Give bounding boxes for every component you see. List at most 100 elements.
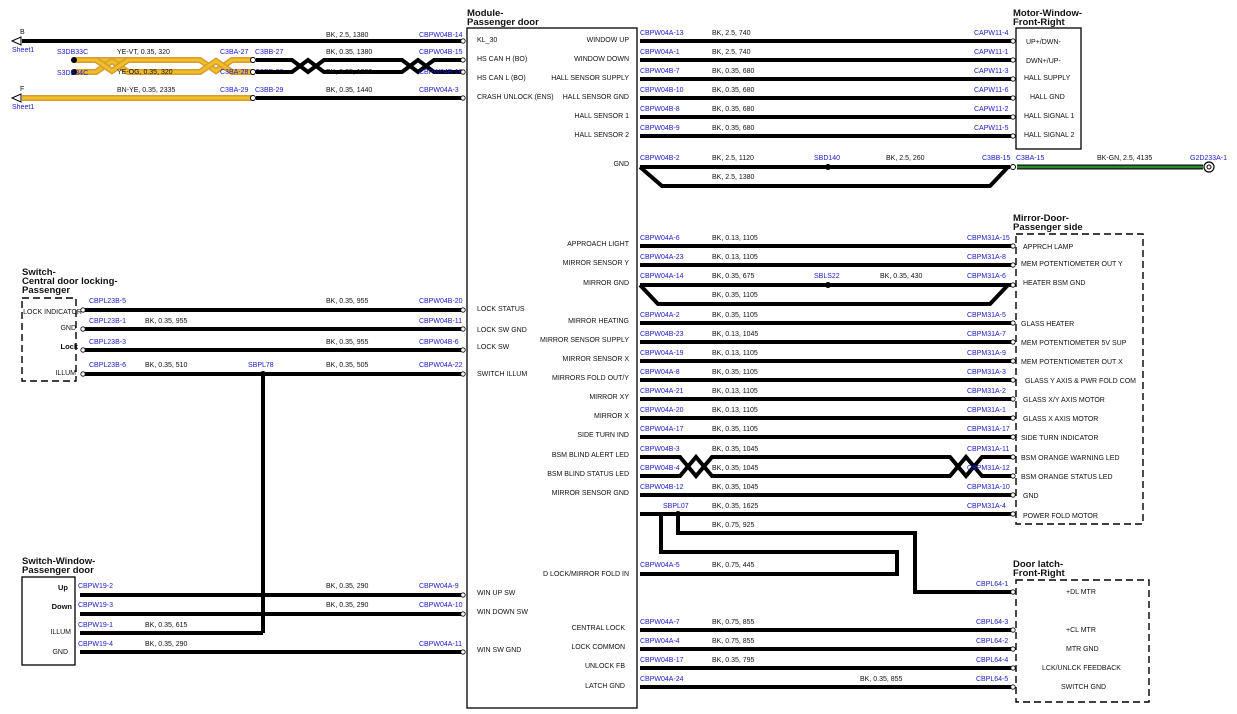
connector-label: CBPW04A-2 xyxy=(640,312,680,319)
connector-label: CBPW04B-15 xyxy=(419,49,463,56)
wire-spec: BK, 0.35, 1440 xyxy=(326,87,372,94)
connector-pin xyxy=(460,326,466,332)
module-pin-label: HS CAN L (BO) xyxy=(477,75,526,82)
mirror-pin-label: MEM POTENTIOMETER OUT Y xyxy=(1021,261,1123,268)
wire-spec: BK, 0.35, 855 xyxy=(860,676,903,683)
wire-spec: BK, 0.13, 1105 xyxy=(712,235,758,242)
connector-label: C3BB-15 xyxy=(982,155,1011,162)
connector-pin xyxy=(1010,415,1016,421)
wire-spec: BK, 0.35, 675 xyxy=(712,273,755,280)
connector-label: CBPM31A-17 xyxy=(967,426,1010,433)
connector-label: CAPW11-5 xyxy=(974,125,1009,132)
wire-spec: BK, 2.5, 740 xyxy=(712,49,751,56)
wire xyxy=(640,514,899,576)
offpage-letter: F xyxy=(20,86,24,93)
wire-spec: BK, 0.75, 855 xyxy=(712,638,755,645)
module-pin-label: D LOCK/MIRROR FOLD IN xyxy=(543,571,629,578)
wire-spec: BK, 2.5, 740 xyxy=(712,30,751,37)
wire-spec: BK, 0.35, 290 xyxy=(145,641,188,648)
connector-label: CBPW19-2 xyxy=(78,583,113,590)
wire-spec: BK, 0.35, 290 xyxy=(326,602,369,609)
connector-label: CBPW04B-4 xyxy=(640,465,680,472)
wire-spec: BK-GN, 2.5, 4135 xyxy=(1097,155,1152,162)
connector-label: CBPM31A-5 xyxy=(967,312,1006,319)
module-pin-label: LOCK COMMON xyxy=(571,644,625,651)
connector-label: CBPM31A-3 xyxy=(967,369,1006,376)
wire-spec: BK, 0.13, 1105 xyxy=(712,350,758,357)
splice-label: SBPL78 xyxy=(248,362,274,369)
wire xyxy=(74,58,253,73)
module-pin-label: CENTRAL LOCK xyxy=(572,625,626,632)
splice-dot xyxy=(825,282,831,288)
connector-label: CBPM31A-11 xyxy=(967,446,1009,453)
connector-pin xyxy=(1010,434,1016,440)
offpage-sheet: Sheet1 xyxy=(12,104,34,111)
connector-label: CBPW19-3 xyxy=(78,602,113,609)
switch-window-pin-label: ILLUM xyxy=(50,629,71,636)
connector-pin xyxy=(460,592,466,598)
mirror-pin-label: GLASS X AXIS MOTOR xyxy=(1023,416,1098,423)
wire-spec: BK, 0.75, 925 xyxy=(712,522,755,529)
switch-lock-title-line1: Switch- xyxy=(22,267,56,278)
wire-spec: BK, 0.35, 1625 xyxy=(712,503,758,510)
connector-label: CBPM31A-9 xyxy=(967,350,1006,357)
wire-spec: YE-VT, 0.35, 320 xyxy=(117,49,170,56)
connector-pin xyxy=(1010,358,1016,364)
module-pin-label: MIRROR SENSOR X xyxy=(562,356,629,363)
mirror-pin-label: MEM POTENTIOMETER 5V SUP xyxy=(1021,340,1127,347)
connector-label: CAPW11-3 xyxy=(974,68,1009,75)
wire-spec: BK, 0.35, 1045 xyxy=(712,465,758,472)
connector-label: CBPW04A-14 xyxy=(640,273,684,280)
connector-label: CBPW04B-2 xyxy=(640,155,680,162)
wire-spec: BK, 0.13, 1105 xyxy=(712,407,758,414)
mirror-pins: APPRCH LAMP MEM POTENTIOMETER OUT Y HEAT… xyxy=(1021,244,1136,520)
wire-spec: BK, 0.35, 680 xyxy=(712,106,755,113)
connector-label: CBPW04A-22 xyxy=(419,362,463,369)
module-pin-label: MIRROR XY xyxy=(589,394,629,401)
switch-window-title-line1: Switch-Window- xyxy=(22,556,95,567)
connector-pin xyxy=(1010,95,1016,101)
connector-label: CBPW04A-24 xyxy=(640,676,684,683)
doorlatch-title-line1: Door latch- xyxy=(1013,559,1063,570)
connector-pin xyxy=(1010,57,1016,63)
connector-pin xyxy=(1010,262,1016,268)
motor-pin-label: DWN+/UP- xyxy=(1026,58,1061,65)
connector-label: CBPM31A-4 xyxy=(967,503,1006,510)
module-pin-label: WIN SW GND xyxy=(477,647,521,654)
wire-spec: BK, 0.35, 680 xyxy=(712,68,755,75)
connector-label: CBPM31A-1 xyxy=(967,407,1006,414)
switch-lock-title-line3: Passenger xyxy=(22,285,70,296)
module-left-pins: KL_30 HS CAN H (BO) HS CAN L (BO) CRASH … xyxy=(477,37,554,654)
connector-pin xyxy=(1010,511,1016,517)
top-left-wires: B Sheet1 BK, 2.5, 1380 CBPW04B-14 S3DB33… xyxy=(10,29,466,111)
doorlatch-pin-label: +DL MTR xyxy=(1066,589,1096,596)
connector-label: CBPL64-3 xyxy=(976,619,1008,626)
connector-pin xyxy=(1010,282,1016,288)
wire-spec: BK, 0.35, 1105 xyxy=(712,292,758,299)
module-pin-label: WIN DOWN SW xyxy=(477,609,528,616)
switch-window-pin-label: Down xyxy=(52,602,73,611)
splice-label: SBLS22 xyxy=(814,273,840,280)
connector-label: CBPL64-1 xyxy=(976,581,1008,588)
connector-label: CBPM31A-10 xyxy=(967,484,1010,491)
module-pin-label: LOCK SW GND xyxy=(477,327,527,334)
offpage-sheet: Sheet1 xyxy=(12,47,34,54)
connector-label: C3BA-15 xyxy=(1016,155,1045,162)
connector-pin xyxy=(1010,627,1016,633)
module-pin-label: MIRRORS FOLD OUT/Y xyxy=(552,375,629,382)
wire-spec: BK, 0.35, 1380 xyxy=(326,49,372,56)
motor-wires: CBPW04A-13 CBPW04A-1 CBPW04B-7 CBPW04B-1… xyxy=(640,30,1016,139)
ground-icon xyxy=(1206,164,1212,170)
switch-lock-pin-label: LOCK INDICATOR xyxy=(23,309,82,316)
connector-label: CBPW04A-13 xyxy=(640,30,684,37)
switch-window-box xyxy=(21,576,76,666)
connector-label: CBPW04A-1 xyxy=(640,49,680,56)
connector-pin xyxy=(80,307,86,313)
module-pin-label: MIRROR HEATING xyxy=(568,318,629,325)
connector-label: CBPL23B-6 xyxy=(89,362,126,369)
module-pin-label: WINDOW DOWN xyxy=(574,56,629,63)
connector-pin xyxy=(1010,684,1016,690)
connector-pin xyxy=(1010,76,1016,82)
wire-spec: BN-YE, 0.35, 2335 xyxy=(117,87,175,94)
connector-label: CAPW11-1 xyxy=(974,49,1009,56)
